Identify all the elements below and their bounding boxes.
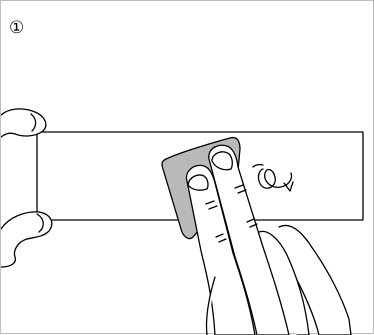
step-number-badge: ①: [9, 18, 25, 38]
circular-motion-arrow: [252, 163, 294, 192]
left-hand: [1, 108, 53, 268]
right-hand: [185, 144, 352, 335]
